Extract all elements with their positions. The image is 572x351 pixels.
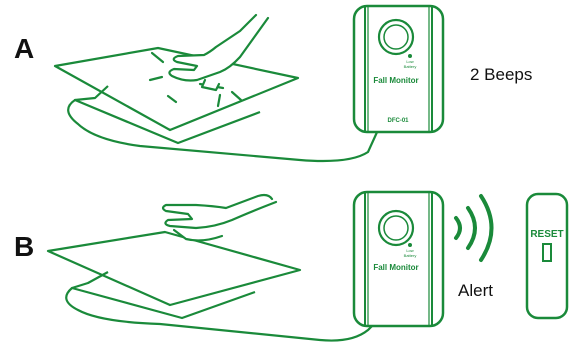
fall-monitor-device-a: Low Battery Fall Monitor DFC-01 — [352, 4, 445, 134]
panel-b-letter: B — [14, 231, 34, 262]
reset-remote: RESET — [525, 192, 569, 320]
device-b-battery-label: Battery — [404, 253, 417, 258]
hand-pressing-icon — [148, 13, 270, 108]
device-b-brand: Fall Monitor — [373, 263, 418, 272]
cable-b — [65, 286, 380, 342]
low-battery-led-icon-b — [408, 243, 412, 247]
reset-button-icon — [542, 243, 552, 262]
panel-a-letter: A — [14, 33, 34, 64]
device-button-a — [377, 18, 415, 56]
low-battery-led-icon — [408, 54, 412, 58]
reset-label: RESET — [530, 229, 563, 240]
signal-waves-icon — [454, 194, 494, 262]
panel-a: A Low Ba — [14, 4, 532, 163]
panel-b: B Low Battery Fall Monitor — [14, 190, 569, 342]
caption-b: Alert — [458, 281, 493, 300]
caption-a: 2 Beeps — [470, 65, 532, 84]
device-a-model: DFC-01 — [387, 118, 409, 124]
device-button-b — [377, 209, 415, 247]
device-a-low-label: Low — [406, 59, 413, 64]
device-b-low-label: Low — [406, 248, 413, 253]
device-a-battery-label: Battery — [404, 64, 417, 69]
floor-pad-b — [46, 230, 302, 320]
cable-a — [67, 98, 380, 163]
fall-monitor-device-b: Low Battery Fall Monitor — [352, 190, 445, 328]
device-a-brand: Fall Monitor — [373, 76, 418, 85]
hand-lifted-icon — [161, 193, 278, 242]
